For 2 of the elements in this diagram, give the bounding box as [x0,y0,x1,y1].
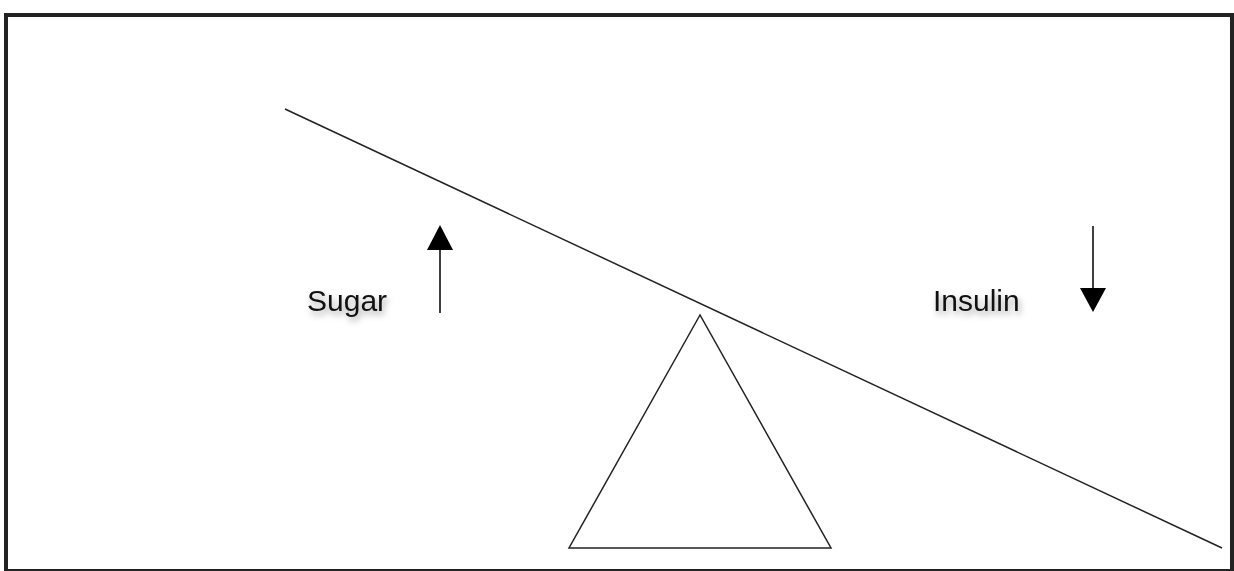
arrow-label: Sugar [307,284,388,318]
arrow-label: Insulin [933,284,1020,318]
